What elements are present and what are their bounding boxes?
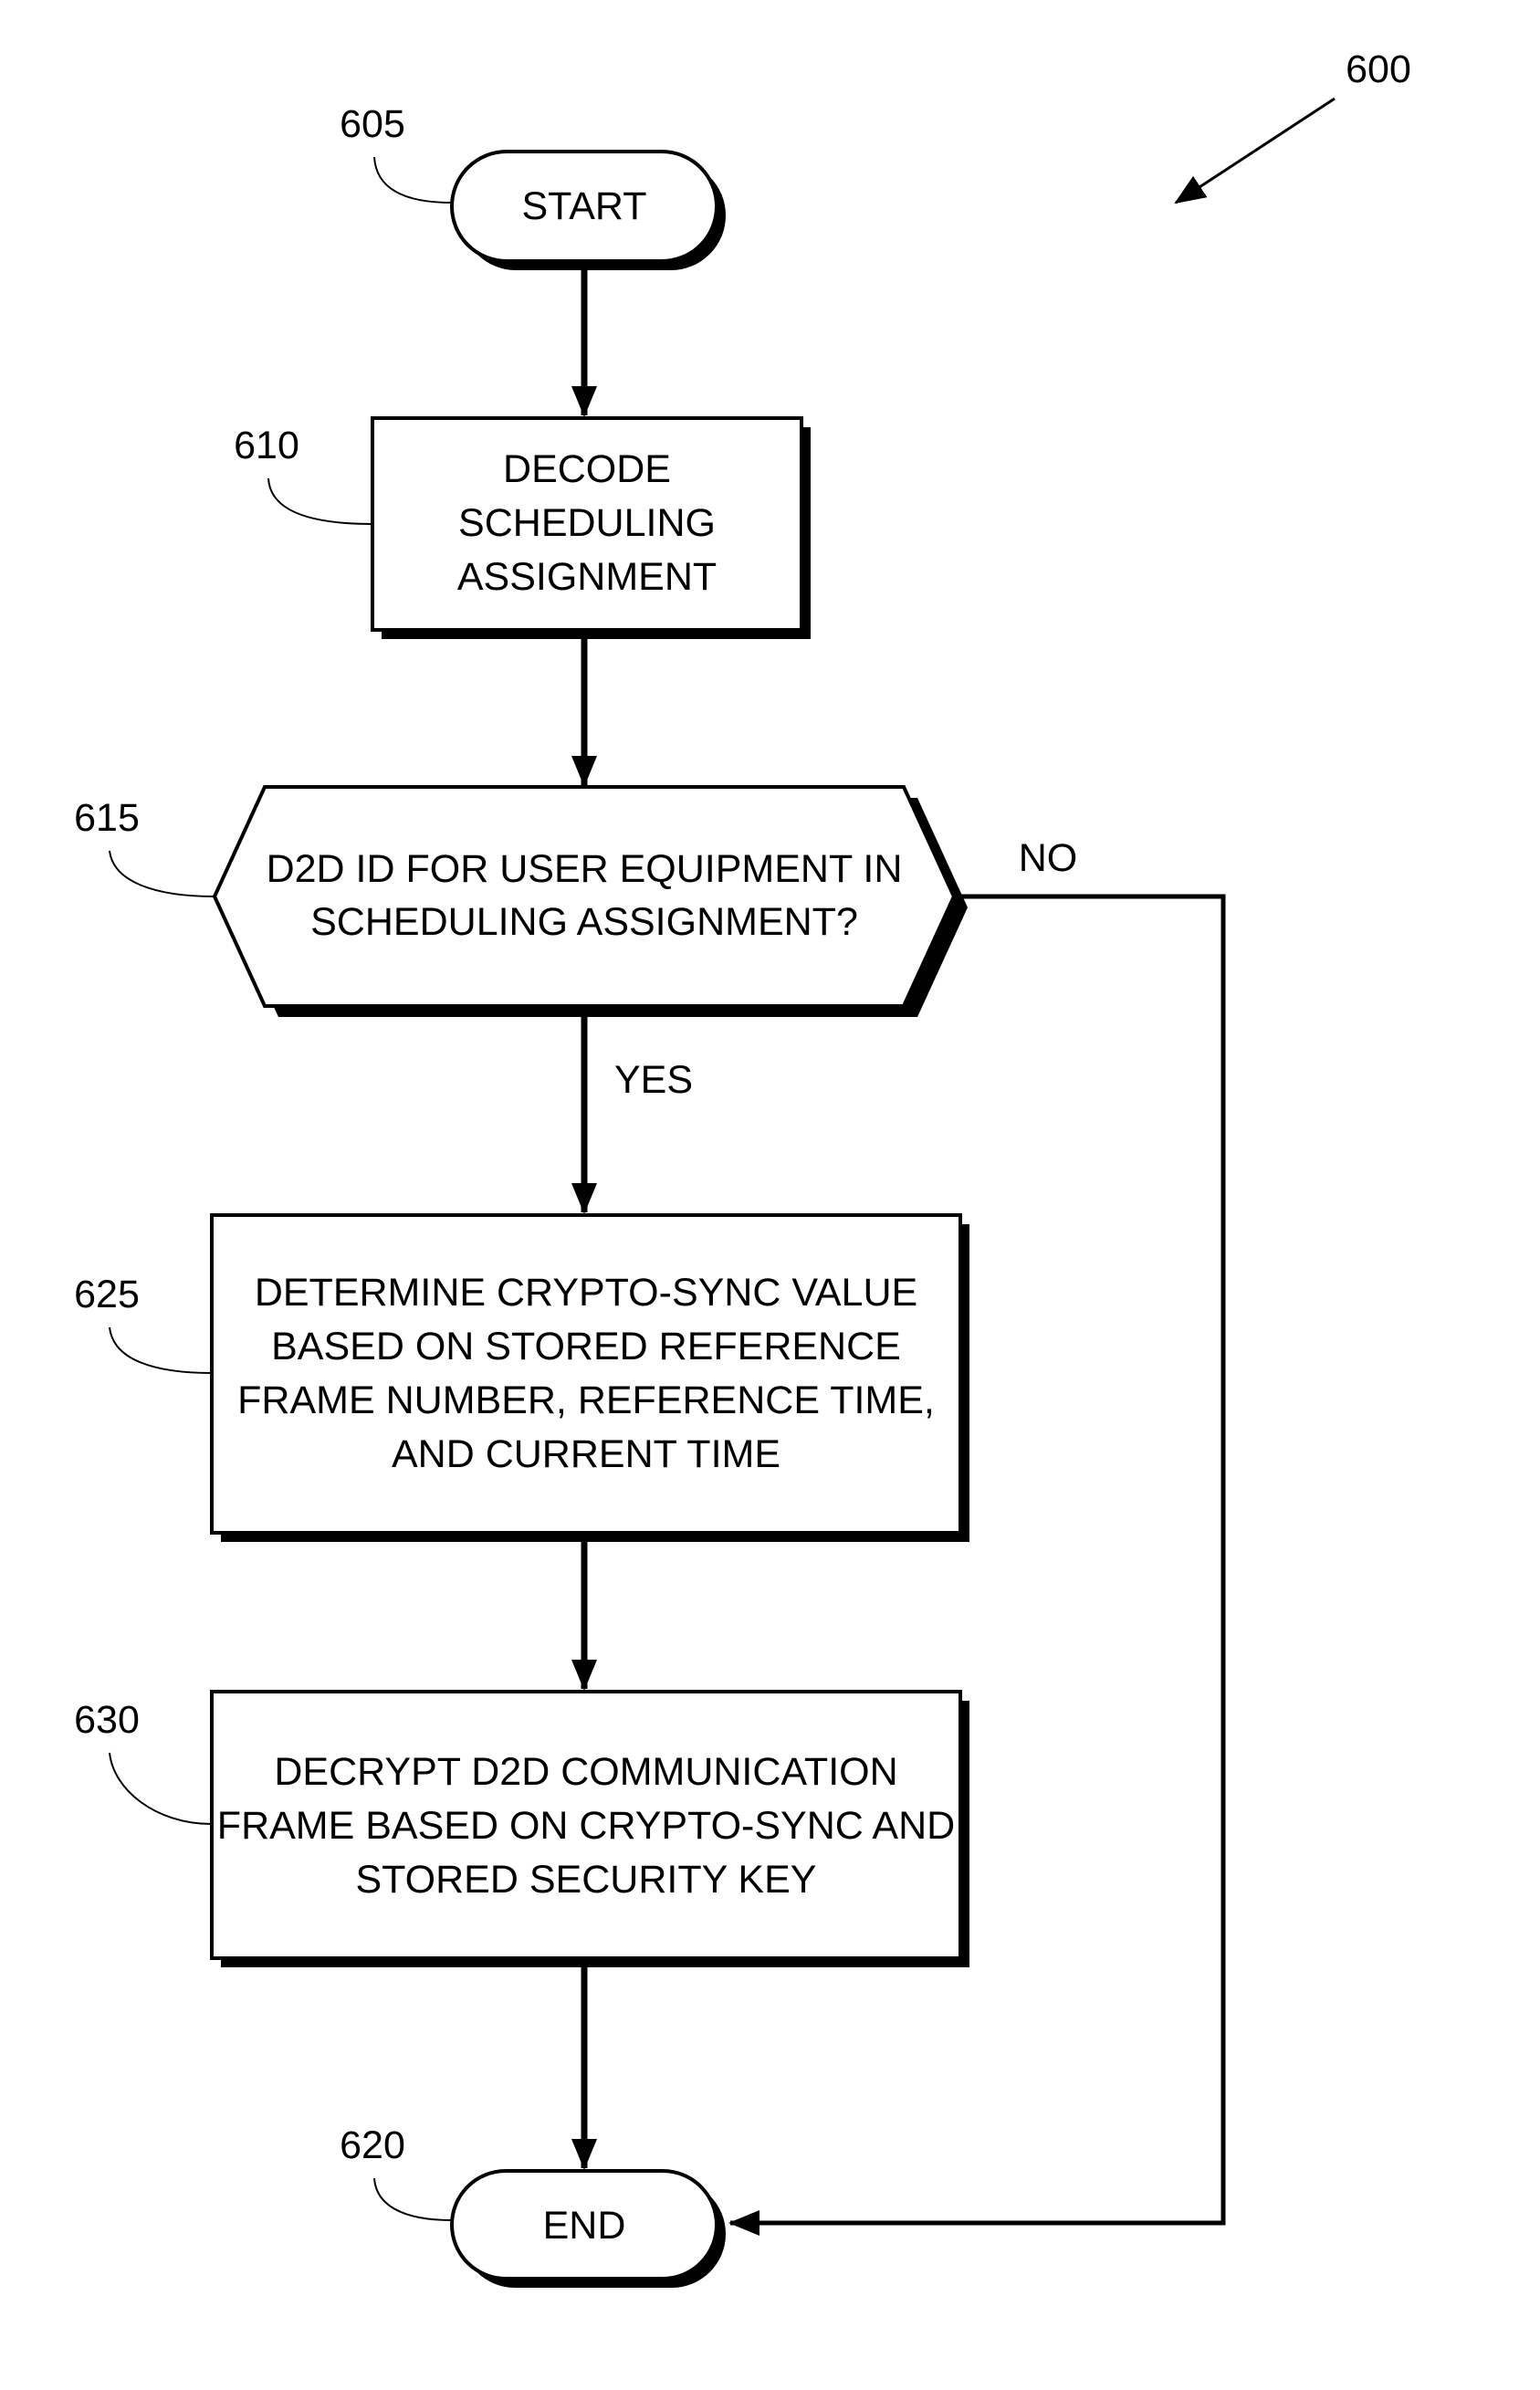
ref-625: 625 (74, 1273, 140, 1316)
determine-line-2: BASED ON STORED REFERENCE (271, 1325, 901, 1368)
end-node: END (452, 2171, 726, 2288)
decrypt-line-3: STORED SECURITY KEY (356, 1858, 817, 1902)
decrypt-line-2: FRAME BASED ON CRYPTO-SYNC AND (217, 1804, 955, 1848)
decision-hexagon: D2D ID FOR USER EQUIPMENT IN SCHEDULING … (215, 787, 968, 1017)
end-label: END (543, 2204, 626, 2248)
arrow-no-to-end (730, 896, 1223, 2223)
ref-615: 615 (74, 796, 140, 840)
decode-line-2: SCHEDULING (458, 501, 716, 545)
decision-line-1: D2D ID FOR USER EQUIPMENT IN (267, 847, 903, 891)
ref-610: 610 (234, 424, 299, 467)
no-label: NO (1019, 836, 1078, 880)
decode-line-1: DECODE (503, 447, 671, 491)
leader-615 (110, 851, 215, 896)
leader-625 (110, 1327, 212, 1373)
ref-605: 605 (340, 102, 405, 146)
leader-610 (268, 478, 372, 524)
yes-label: YES (614, 1058, 693, 1102)
determine-crypto-sync-box: DETERMINE CRYPTO-SYNC VALUE BASED ON STO… (212, 1215, 969, 1542)
figure-pointer-arrow (1176, 99, 1335, 203)
ref-620: 620 (340, 2123, 405, 2167)
determine-line-1: DETERMINE CRYPTO-SYNC VALUE (255, 1271, 917, 1315)
decode-scheduling-box: DECODE SCHEDULING ASSIGNMENT (372, 418, 811, 639)
leader-620 (374, 2178, 452, 2220)
determine-line-3: FRAME NUMBER, REFERENCE TIME, (237, 1378, 935, 1422)
leader-605 (374, 157, 452, 203)
start-label: START (522, 184, 647, 228)
decode-line-3: ASSIGNMENT (457, 555, 717, 599)
leader-630 (110, 1753, 212, 1824)
figure-number: 600 (1346, 47, 1411, 91)
ref-630: 630 (74, 1698, 140, 1742)
determine-line-4: AND CURRENT TIME (392, 1432, 780, 1476)
decrypt-line-1: DECRYPT D2D COMMUNICATION (274, 1750, 897, 1794)
decrypt-frame-box: DECRYPT D2D COMMUNICATION FRAME BASED ON… (212, 1692, 969, 1967)
decision-line-2: SCHEDULING ASSIGNMENT? (310, 900, 858, 944)
start-node: START (452, 152, 726, 270)
